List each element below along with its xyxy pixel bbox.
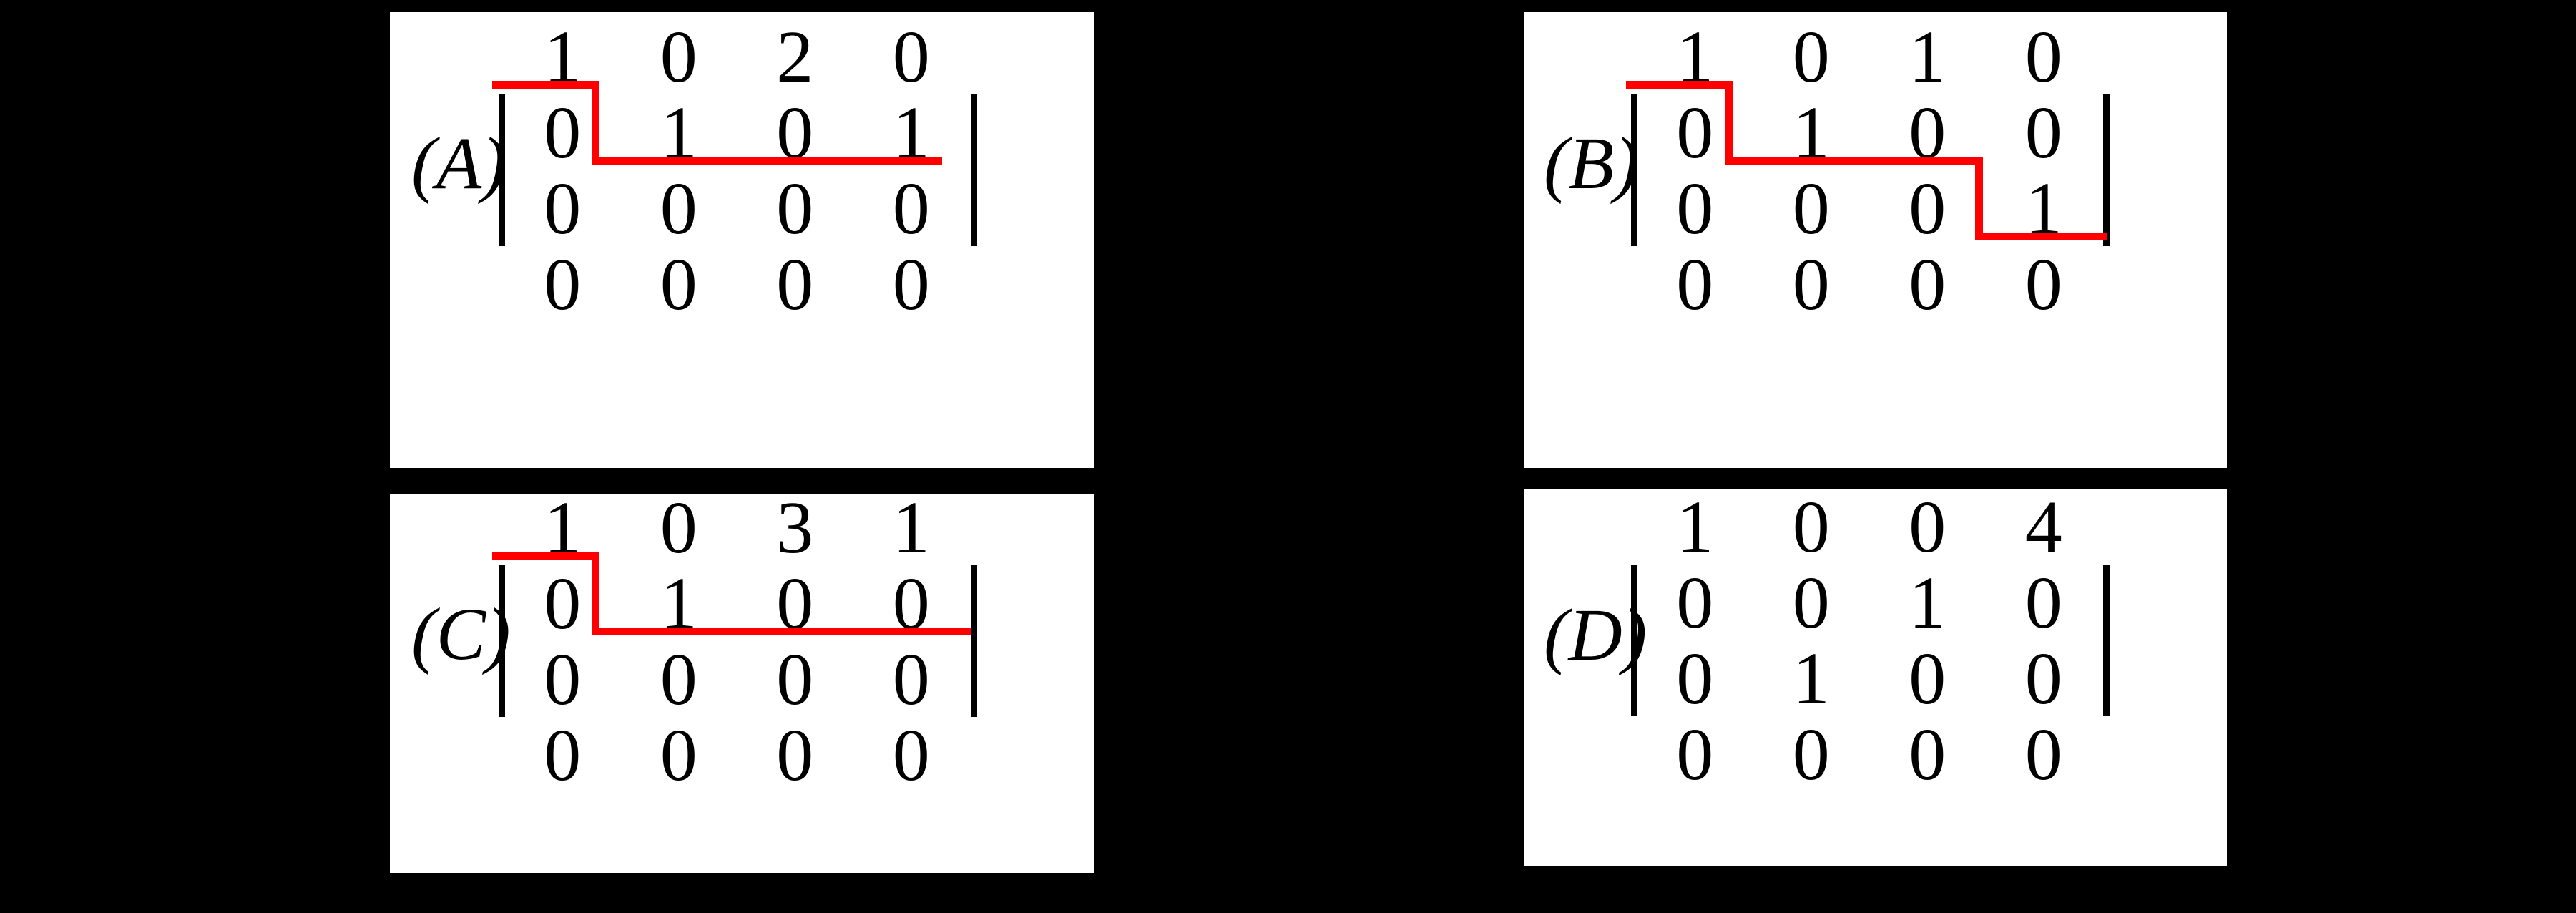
panel-c-matrix: 1 0 3 1 0 1 0 0 0 0 0 0 0 0 0 0 [504,494,969,794]
panel-a-staircase-segment-2 [592,81,599,163]
panel-c[interactable]: (C) 1 0 3 1 0 1 0 0 0 0 0 0 0 0 0 0 [390,494,1094,873]
panel-a-staircase-segment-3 [592,157,942,165]
panel-c-staircase-segment-1 [492,552,599,560]
matrix-cell: 1 [1909,562,1946,644]
matrix-cell: 0 [660,638,697,721]
matrix-cell: 0 [776,243,814,326]
matrix-cell: 0 [1909,713,1946,796]
matrix-cell: 0 [1909,243,1946,326]
panel-b-staircase-segment-1 [1626,81,1733,89]
panel-b-bracket-left [1631,94,1637,246]
panel-d[interactable]: (D) 1 0 0 4 0 0 1 0 0 1 0 0 0 0 0 0 [1524,489,2227,866]
panel-a-matrix: 1 0 2 0 0 1 0 1 0 0 0 0 0 0 0 0 [504,19,969,323]
panel-c-inner: (C) 1 0 3 1 0 1 0 0 0 0 0 0 0 0 0 0 [390,494,1094,873]
panel-c-bracket-left [499,565,505,717]
matrix-cell: 0 [1676,243,1714,326]
matrix-cell: 0 [2024,16,2062,98]
matrix-cell: 0 [2024,92,2062,174]
matrix-cell: 0 [544,167,582,250]
matrix-cell: 0 [892,167,930,250]
matrix-cell: 3 [776,494,814,569]
panel-b-staircase-segment-3 [1725,157,1983,165]
matrix-cell: 0 [1792,489,1830,568]
matrix-cell: 0 [1909,167,1946,250]
panel-c-option-label: (C) [411,593,511,675]
matrix-cell: 0 [1909,489,1946,568]
matrix-cell: 0 [2024,713,2062,796]
panel-b-staircase-segment-5 [1975,233,2107,240]
matrix-cell: 0 [544,638,582,721]
panel-d-bracket-right [2103,565,2110,716]
matrix-cell: 4 [2024,489,2062,568]
matrix-cell: 0 [1909,638,1946,720]
matrix-cell: 0 [776,167,814,250]
panel-c-bracket-right [971,565,977,717]
matrix-cell: 0 [892,16,930,98]
panel-a-staircase-segment-1 [492,81,599,89]
panel-a-bracket-left [499,94,505,246]
panel-c-staircase-segment-3 [592,628,971,635]
matrix-cell: 0 [660,494,697,569]
panel-b-matrix: 1 0 1 0 0 1 0 0 0 0 0 1 0 0 0 0 [1637,19,2102,323]
matrix-cell: 0 [2024,562,2062,644]
matrix-cell: 2 [776,16,814,98]
matrix-cell: 0 [544,562,582,645]
panel-d-inner: (D) 1 0 0 4 0 0 1 0 0 1 0 0 0 0 0 0 [1524,489,2227,866]
panel-d-option-label: (D) [1544,594,1647,676]
matrix-cell: 0 [660,167,697,250]
matrix-cell: 0 [2024,243,2062,326]
matrix-cell: 0 [660,714,697,796]
matrix-cell: 0 [2024,638,2062,720]
matrix-cell: 0 [1792,243,1830,326]
matrix-cell: 0 [1792,16,1830,98]
matrix-cell: 0 [544,243,582,326]
matrix-cell: 0 [1676,713,1714,796]
panel-b-staircase-segment-4 [1975,157,1983,239]
matrix-cell: 0 [544,714,582,796]
matrix-cell: 0 [1676,562,1714,644]
panel-b[interactable]: (B) 1 0 1 0 0 1 0 0 0 0 0 1 0 0 0 0 [1524,12,2227,468]
panel-a[interactable]: (A) 1 0 2 0 0 1 0 1 0 0 0 0 0 0 0 0 [390,12,1094,468]
panel-b-inner: (B) 1 0 1 0 0 1 0 0 0 0 0 1 0 0 0 0 [1524,12,2227,468]
matrix-cell: 0 [1676,167,1714,250]
matrix-cell: 1 [1909,16,1946,98]
matrix-cell: 0 [892,243,930,326]
panel-b-bracket-right [2103,94,2110,246]
matrix-cell: 1 [892,494,930,569]
panel-c-staircase-segment-2 [592,552,599,634]
matrix-cell: 0 [1792,713,1830,796]
matrix-cell: 0 [1792,167,1830,250]
panel-b-staircase-segment-2 [1725,81,1733,163]
matrix-cell: 0 [892,714,930,796]
panel-d-bracket-left [1631,565,1637,716]
matrix-cell: 1 [1676,489,1714,568]
matrix-cell: 0 [1676,638,1714,720]
matrix-cell: 0 [544,92,582,174]
panel-a-option-label: (A) [411,122,506,205]
panel-a-inner: (A) 1 0 2 0 0 1 0 1 0 0 0 0 0 0 0 0 [390,12,1094,468]
panel-d-matrix: 1 0 0 4 0 0 1 0 0 1 0 0 0 0 0 0 [1637,489,2102,793]
matrix-cell: 0 [1676,92,1714,174]
matrix-cell: 0 [776,714,814,796]
matrix-cell: 0 [1792,562,1830,644]
panel-a-bracket-right [971,94,977,246]
matrix-cell: 0 [660,243,697,326]
panel-b-option-label: (B) [1544,122,1639,205]
matrix-cell: 1 [1792,638,1830,720]
matrix-cell: 0 [776,638,814,721]
matrix-cell: 0 [892,638,930,721]
matrix-cell: 0 [660,16,697,98]
